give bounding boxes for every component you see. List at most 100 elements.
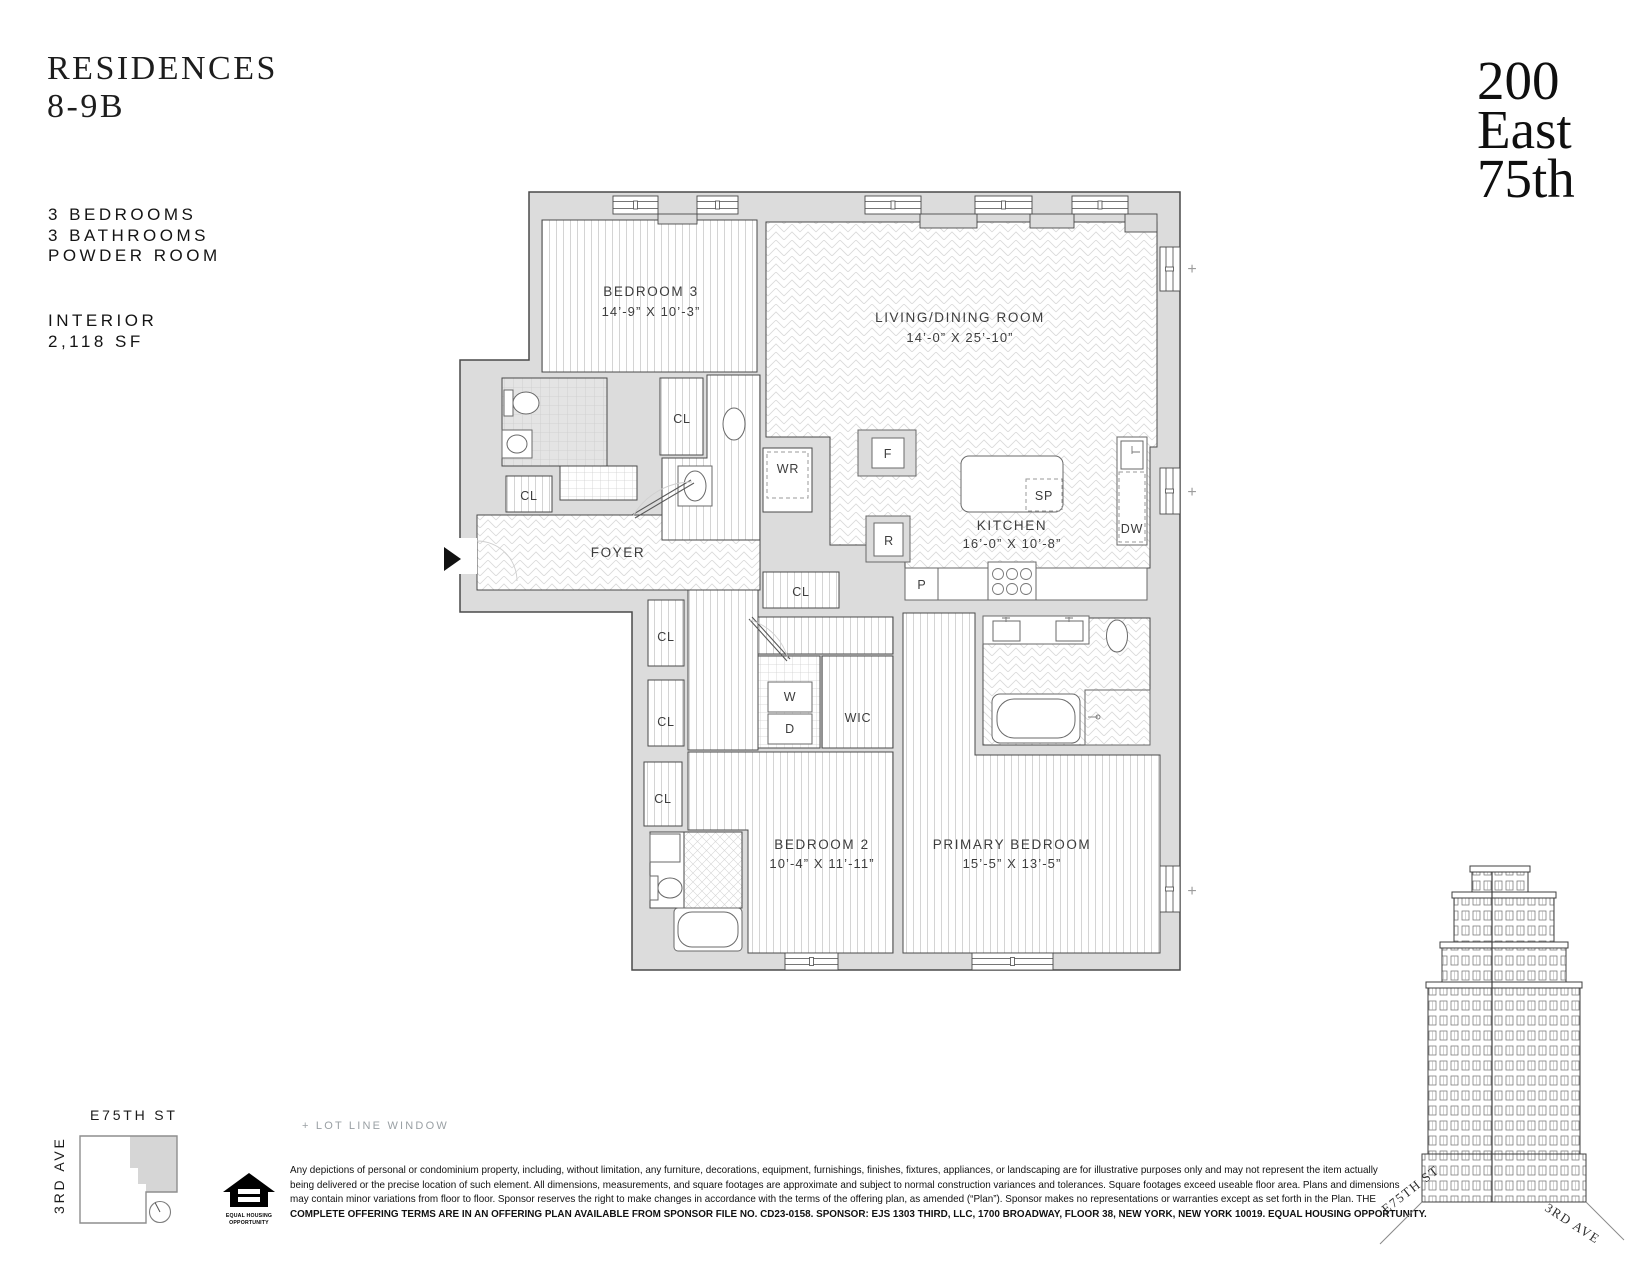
dw-label: DW — [1121, 522, 1143, 536]
toilet-icon — [1106, 619, 1128, 653]
sink-icon — [1055, 620, 1084, 642]
bathtub-inner — [996, 698, 1076, 739]
disclaimer: Any depictions of personal or condominiu… — [290, 1164, 1427, 1222]
closet-powder — [659, 377, 704, 456]
bedroom3-label: BEDROOM 3 — [603, 284, 698, 299]
faucet-icon — [1065, 617, 1073, 622]
residence-specs: 3 BEDROOMS 3 BATHROOMS POWDER ROOM — [48, 205, 221, 267]
wine-ref-box — [762, 447, 813, 513]
keymap-street-side: 3RD AVE — [51, 1136, 67, 1214]
faucet-icon — [1002, 617, 1010, 622]
kitchen-sink — [1120, 440, 1144, 470]
sink-icon — [683, 470, 707, 502]
fireplace-label: F — [884, 447, 892, 461]
washer-label: W — [784, 690, 797, 704]
toilet-icon — [512, 391, 540, 415]
door-leaf — [748, 616, 791, 662]
washer-box — [767, 681, 813, 713]
dw-dashed-box — [1118, 471, 1146, 543]
building-cornice — [1439, 941, 1569, 949]
interior-sf: 2,118 SF — [48, 331, 144, 351]
building-illustration: E75TH ST 3RD AVE — [1372, 848, 1628, 1268]
wic-floor — [821, 655, 894, 749]
closet-hall-3 — [643, 761, 683, 827]
page-title: RESIDENCES 8-9B — [47, 50, 278, 126]
wic-label: WIC — [845, 711, 872, 725]
bedroom3-dims: 14’-9” X 10’-3” — [602, 304, 701, 319]
entry-arrow — [444, 547, 461, 571]
pantry-label: P — [917, 578, 926, 592]
wr-label: WR — [777, 462, 799, 476]
lot-line-marker: + — [1187, 883, 1196, 900]
brand-logo: 200 East 75th — [1477, 50, 1575, 209]
building-cornice — [1451, 891, 1557, 899]
building-crown — [1469, 865, 1531, 873]
street-line — [1585, 1201, 1625, 1241]
kitchen-dims: 16’-0” X 10’-8” — [963, 536, 1062, 551]
dryer-box — [767, 713, 813, 745]
hall-floor — [687, 589, 759, 751]
wall-pier — [1029, 213, 1075, 229]
lot-line-marker: + — [1187, 261, 1196, 278]
fridge-inner — [873, 522, 904, 557]
keymap-unit-highlight — [130, 1136, 177, 1192]
logo-line3: 75th — [1477, 148, 1575, 209]
door-swing-arc — [632, 481, 693, 517]
closet-bath3 — [505, 475, 553, 513]
wall-pier — [1124, 213, 1158, 233]
disclaimer-line1: Any depictions of personal or condominiu… — [290, 1165, 1378, 1176]
toilet-icon — [503, 389, 514, 417]
fridge-label: R — [884, 534, 894, 548]
street-line — [1379, 1201, 1423, 1245]
eho-equal-bar — [238, 1189, 260, 1194]
building-tier2 — [1453, 897, 1555, 947]
burner — [992, 583, 1004, 595]
toilet-icon — [657, 877, 683, 899]
burner — [1020, 568, 1032, 580]
interior-area: INTERIOR 2,118 SF — [48, 311, 157, 352]
building-tier3 — [1441, 947, 1567, 987]
door-swing-arc — [749, 619, 789, 660]
spec-powder: POWDER ROOM — [48, 246, 221, 265]
closet-label: CL — [673, 412, 691, 426]
door-swing-arc — [476, 540, 518, 582]
keymap-street-top: E75TH ST — [90, 1107, 178, 1123]
bedroom2-label: BEDROOM 2 — [774, 837, 869, 852]
disclaimer-line2: being delivered or the precise location … — [290, 1179, 1400, 1191]
living-label: LIVING/DINING ROOM — [875, 310, 1045, 325]
bath3-shower — [559, 465, 638, 501]
burner — [1006, 568, 1018, 580]
toilet-icon — [722, 407, 746, 441]
sp-label: SP — [1035, 489, 1053, 503]
title-line1: RESIDENCES — [47, 50, 278, 87]
fireplace-inner — [871, 437, 905, 469]
faucet-icon — [1131, 446, 1140, 454]
burner — [1006, 583, 1018, 595]
logo-line1: 200 — [1477, 50, 1560, 111]
kitchen-island — [960, 455, 1064, 513]
window — [784, 952, 1054, 971]
entry-gap — [457, 538, 477, 574]
spec-bathrooms: 3 BATHROOMS — [48, 225, 209, 245]
bath2-tile — [683, 831, 743, 909]
eho-equal-bar — [238, 1197, 260, 1202]
lot-line-marker: + — [1187, 484, 1196, 501]
burner — [992, 568, 1004, 580]
eho-logo: EQUAL HOUSING OPPORTUNITY — [222, 1172, 276, 1230]
floor-plan: + + + BEDROOM 3 14’-9” X 10’-3” LIVING/D… — [420, 170, 1210, 980]
disclaimer-line3: may contain minor variations from floor … — [290, 1194, 1376, 1206]
vestibule-floor — [757, 616, 894, 655]
shower-head-icon — [1095, 714, 1101, 720]
closet-foyer-right — [762, 571, 840, 609]
spec-bedrooms: 3 BEDROOMS — [48, 205, 197, 224]
kitchen-label: KITCHEN — [977, 518, 1047, 533]
closet-hall-2 — [647, 679, 685, 747]
sink-icon — [649, 833, 681, 863]
interior-label: INTERIOR — [48, 311, 158, 330]
bedroom2-dims: 10’-4” X 11’-11” — [769, 856, 874, 871]
building-shaft — [1427, 987, 1581, 1155]
lot-line-note: + LOT LINE WINDOW — [302, 1120, 449, 1132]
sink-icon — [992, 620, 1021, 642]
closet-hall-1 — [647, 599, 685, 667]
closet-label: CL — [792, 585, 810, 599]
